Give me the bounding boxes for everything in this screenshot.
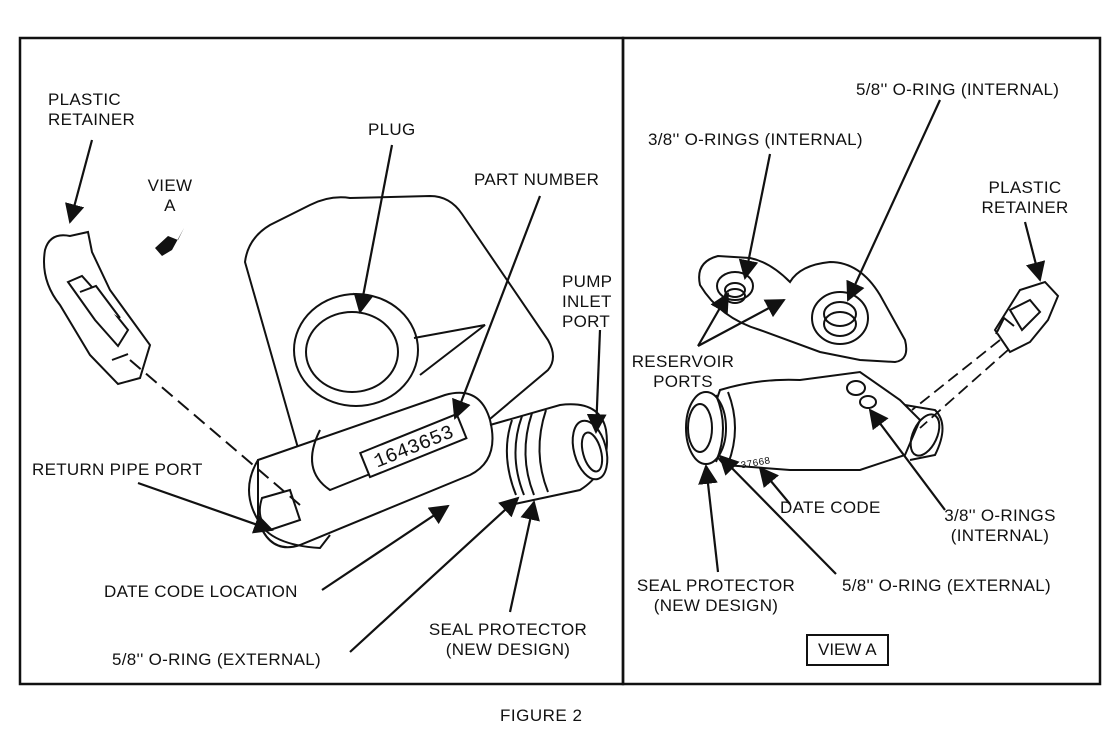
right-o-rings-lower-line2: (INTERNAL) bbox=[950, 526, 1050, 545]
right-seal-protector-label: SEAL PROTECTOR (NEW DESIGN) bbox=[636, 576, 796, 616]
left-plastic-retainer-label: PLASTIC RETAINER bbox=[48, 90, 135, 130]
right-leader-lines bbox=[697, 99, 1046, 575]
pump-inlet-port-line1: PUMP bbox=[562, 272, 613, 291]
right-o-rings-lower-line1: 3/8'' O-RINGS bbox=[944, 506, 1056, 525]
left-plastic-retainer-line1: PLASTIC bbox=[48, 90, 121, 109]
view-a-line2: A bbox=[164, 196, 176, 215]
right-seal-protector-line1: SEAL PROTECTOR bbox=[636, 576, 796, 595]
reservoir-ports-label: RESERVOIR PORTS bbox=[628, 352, 738, 392]
return-pipe-port-label: RETURN PIPE PORT bbox=[32, 460, 203, 479]
right-alignment-dashed-lines bbox=[911, 339, 1009, 429]
left-seal-protector-line2: (NEW DESIGN) bbox=[445, 640, 571, 659]
right-o-ring-internal-58-label: 5/8'' O-RING (INTERNAL) bbox=[856, 80, 1060, 99]
left-o-ring-external-label: 5/8'' O-RING (EXTERNAL) bbox=[112, 650, 321, 669]
right-o-rings-internal-38-lower-label: 3/8'' O-RINGS (INTERNAL) bbox=[930, 506, 1070, 546]
right-seal-protector-line2: (NEW DESIGN) bbox=[653, 596, 779, 615]
left-reservoir-assembly bbox=[243, 194, 609, 550]
view-a-line1: VIEW bbox=[147, 176, 193, 195]
right-panel-frame bbox=[621, 36, 1102, 686]
view-a-label: VIEW A bbox=[140, 176, 200, 216]
left-seal-protector-label: SEAL PROTECTOR (NEW DESIGN) bbox=[418, 620, 598, 660]
view-a-arrow bbox=[155, 228, 184, 256]
left-plastic-retainer-line2: RETAINER bbox=[48, 110, 136, 129]
pump-inlet-port-line3: PORT bbox=[562, 312, 611, 331]
right-plastic-retainer-label: PLASTIC RETAINER bbox=[970, 178, 1080, 218]
left-plastic-retainer-clip bbox=[43, 230, 152, 386]
figure-caption: FIGURE 2 bbox=[500, 706, 583, 725]
right-o-rings-internal-38-label: 3/8'' O-RINGS (INTERNAL) bbox=[648, 130, 863, 149]
right-plastic-retainer-line1: PLASTIC bbox=[988, 178, 1062, 197]
reservoir-ports-line2: PORTS bbox=[653, 372, 713, 391]
plug-label: PLUG bbox=[368, 120, 416, 139]
right-o-ring-external-label: 5/8'' O-RING (EXTERNAL) bbox=[842, 576, 1051, 595]
right-plastic-retainer-clip bbox=[993, 280, 1060, 354]
left-leader-lines bbox=[65, 139, 607, 653]
date-code-location-label: DATE CODE LOCATION bbox=[104, 582, 298, 601]
pump-inlet-port-label: PUMP INLET PORT bbox=[562, 272, 612, 332]
pump-inlet-port-line2: INLET bbox=[562, 292, 612, 311]
reservoir-ports-line1: RESERVOIR bbox=[631, 352, 735, 371]
right-date-code-label: DATE CODE bbox=[780, 498, 881, 517]
part-number-label: PART NUMBER bbox=[474, 170, 600, 189]
view-a-box: VIEW A bbox=[806, 634, 889, 666]
left-alignment-dashed-line bbox=[129, 359, 301, 506]
left-seal-protector-line1: SEAL PROTECTOR bbox=[428, 620, 588, 639]
right-plastic-retainer-line2: RETAINER bbox=[981, 198, 1069, 217]
